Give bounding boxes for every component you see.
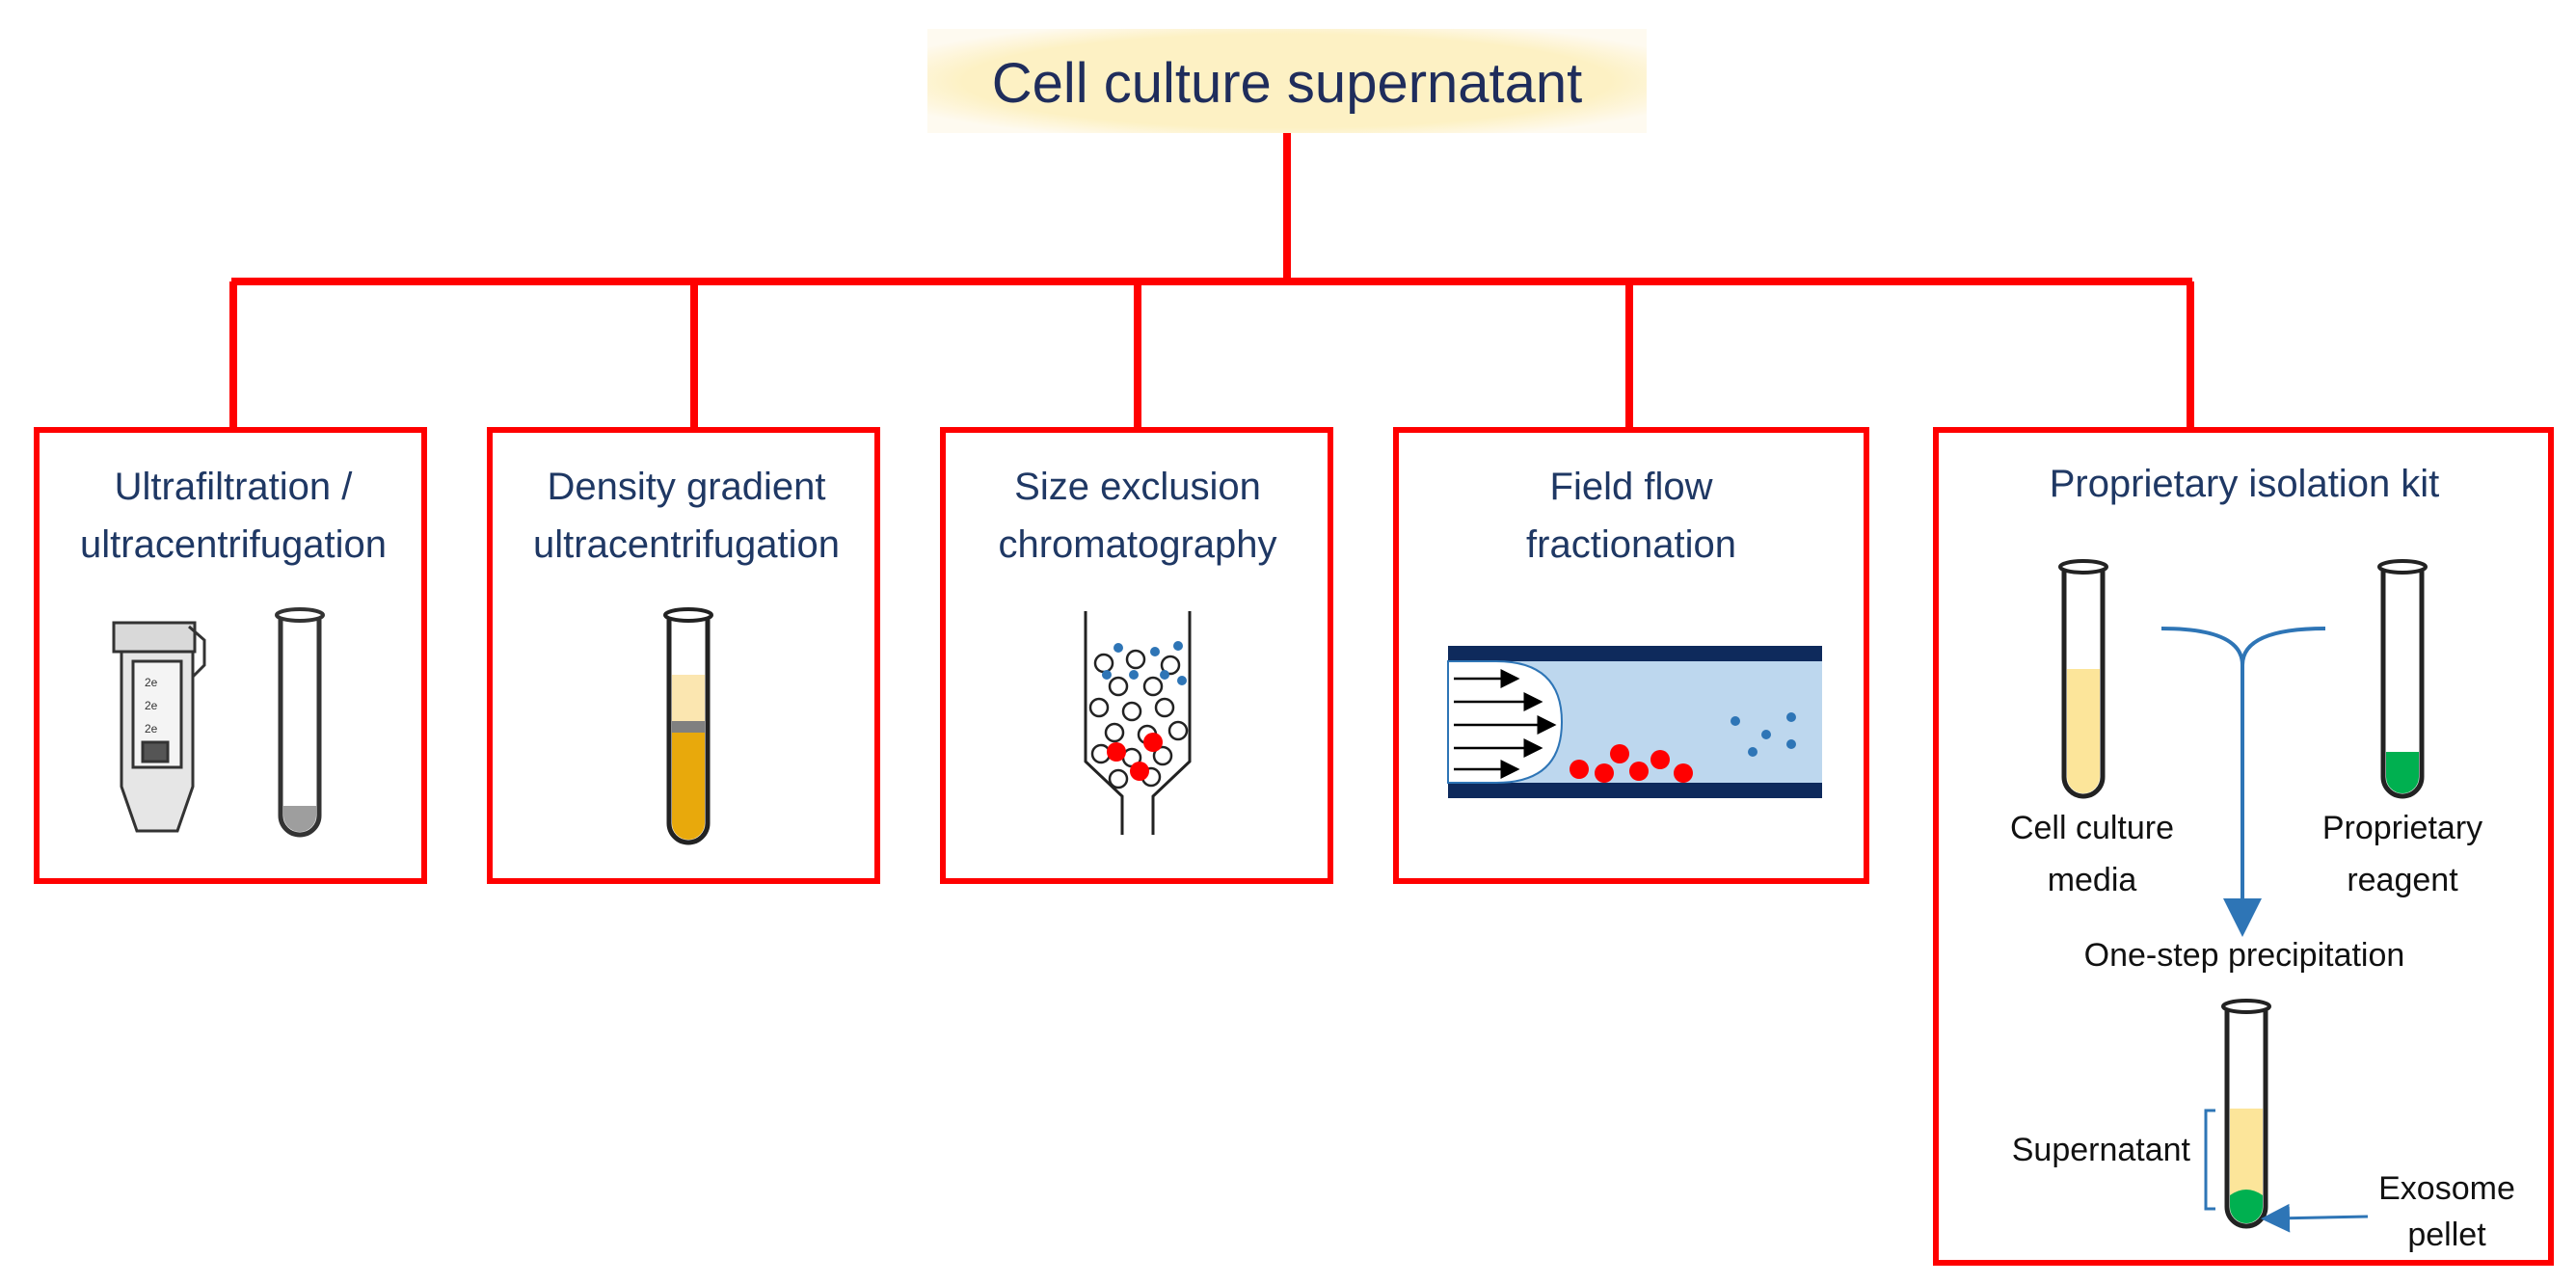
method-ultrafiltration: Ultrafiltration / ultracentrifugation 2e… [34,427,427,884]
svg-text:2e: 2e [145,722,158,736]
result-tube-icon [2221,999,2271,1229]
flow-channel-icon [1447,646,1822,798]
method-title-line2: ultracentrifugation [80,523,387,566]
media-label-line1: Cell culture [2010,810,2174,846]
method-title-line2: chromatography [998,523,1276,566]
tree-connectors [229,133,2194,430]
method-proprietary-kit: Proprietary isolation kit Cell culture m… [1933,427,2554,1266]
pellet-arrow [2261,1203,2369,1233]
method-size-exclusion: Size exclusion chromatography [940,427,1333,884]
method-density-gradient: Density gradient ultracentrifugation [487,427,880,884]
method-title-line2: ultracentrifugation [533,523,840,566]
large-red-particles [1570,744,1693,783]
media-tube-icon [2058,559,2108,799]
media-label-line2: media [2048,862,2137,898]
method-title-line1: Field flow [1550,466,1713,508]
sec-column-icon [1084,611,1192,835]
method-title-line1: Proprietary isolation kit [2050,463,2440,505]
small-blue-particles [1731,712,1796,757]
small-blue-particles [1102,641,1187,685]
method-title-line2: fractionation [1526,523,1736,566]
gradient-tube-icon [663,607,713,845]
merge-arrow [2160,627,2326,937]
reagent-tube-icon [2377,559,2428,799]
reagent-label-line2: reagent [2347,862,2458,898]
reagent-label-line1: Proprietary [2322,810,2482,846]
pellet-label-line2: pellet [2407,1217,2486,1253]
supernatant-label: Supernatant [2012,1132,2191,1168]
root-box [927,29,1647,133]
supernatant-bracket [2204,1109,2215,1211]
method-box [34,427,427,884]
large-red-particles [1107,733,1163,781]
root-node: Cell culture supernatant [927,29,1647,133]
pellet-label-line1: Exosome [2378,1170,2515,1207]
precipitation-step-label: One-step precipitation [2084,937,2405,974]
method-title-line1: Density gradient [547,466,825,508]
method-title-line1: Size exclusion [1014,466,1261,508]
ultracentrifuge-tube-icon [275,607,325,838]
svg-text:2e: 2e [145,676,158,689]
root-label: Cell culture supernatant [992,52,1583,115]
method-title-line1: Ultrafiltration / [115,466,354,508]
svg-text:2e: 2e [145,699,158,712]
centrifugal-filter-icon: 2e 2e 2e [112,621,206,833]
flow-arrows [1454,669,1557,779]
method-field-flow: Field flow fractionation [1393,427,1869,884]
